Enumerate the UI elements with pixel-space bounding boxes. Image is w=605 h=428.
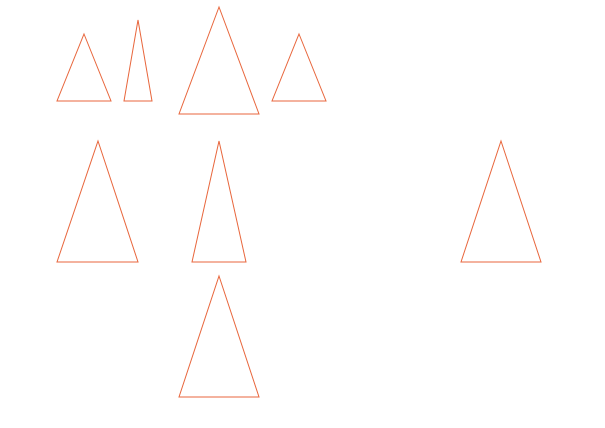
triangle-1 [56, 32, 112, 102]
row-2 [56, 139, 542, 263]
triangle-7 [460, 139, 542, 263]
triangle-6 [191, 140, 247, 263]
triangle-3 [178, 5, 260, 115]
triangle-4 [271, 32, 327, 102]
triangle-2 [123, 19, 153, 102]
triangle-5 [56, 139, 139, 263]
row-1 [56, 5, 327, 115]
row-3 [178, 274, 260, 398]
triangle-8 [178, 274, 260, 398]
